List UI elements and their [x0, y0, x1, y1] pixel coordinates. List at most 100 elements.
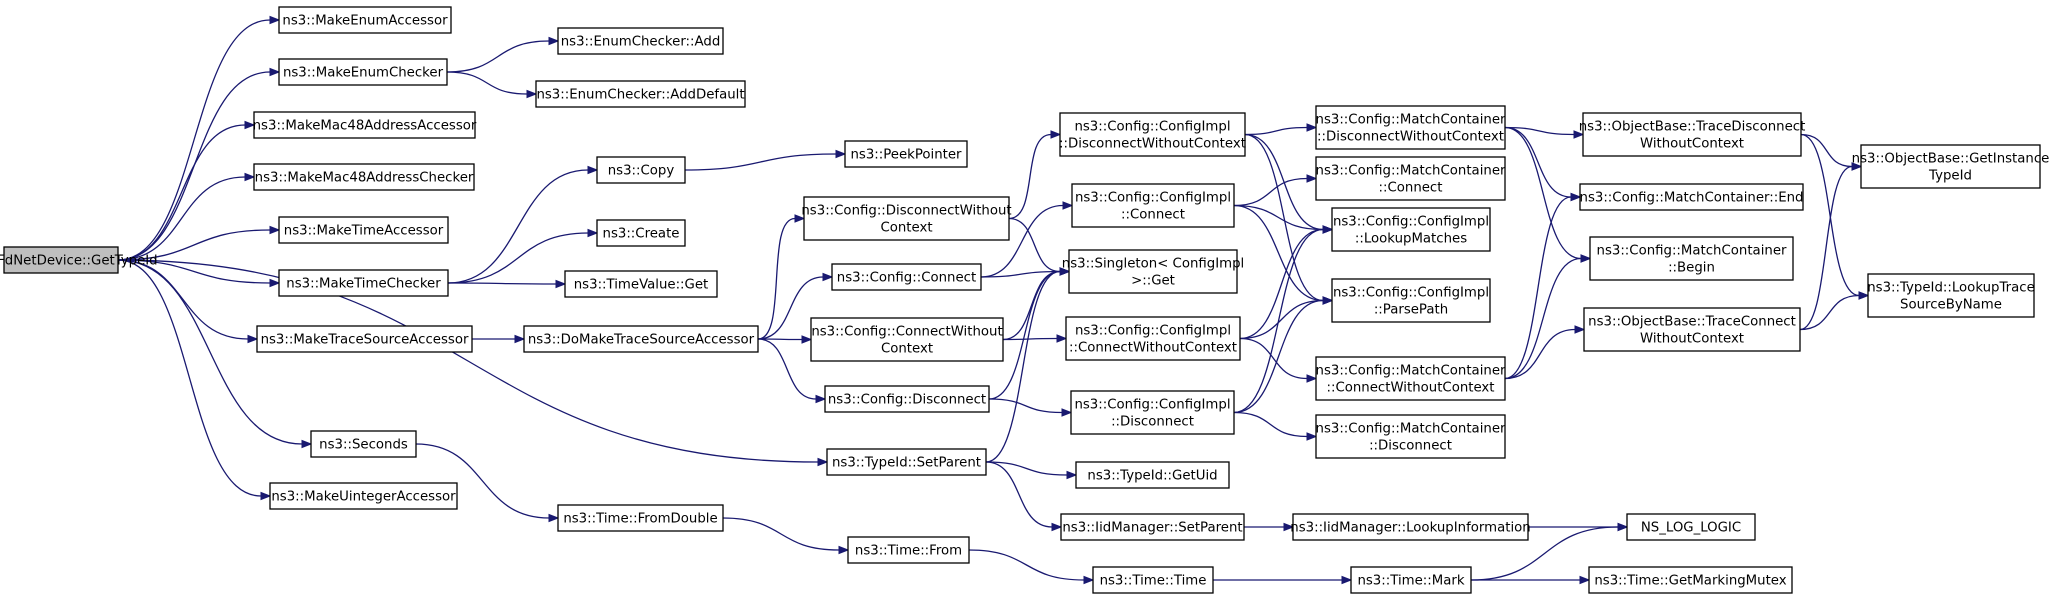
node-obTraceDisconnectWithoutContext[interactable]: ns3::ObjectBase::TraceDisconnectWithoutC…: [1579, 112, 1806, 157]
node-implConnect[interactable]: ns3::Config::ConfigImpl::Connect: [1071, 183, 1235, 228]
node-label: ns3::Config::MatchContainer: [1597, 244, 1787, 259]
node-label: ns3::Config::Disconnect: [828, 393, 986, 408]
node-label: ::ConnectWithoutContext: [1069, 341, 1237, 356]
edge-iidManagerSetParent-to-iidManagerLookupInformation: [1244, 522, 1295, 532]
node-label: ns3::Config::MatchContainer: [1316, 364, 1506, 379]
node-label: ns3::Config::ConfigImpl: [1075, 191, 1231, 206]
node-label: ns3::Config::ConfigImpl: [1075, 324, 1231, 339]
node-label: ::Disconnect: [1111, 415, 1194, 430]
node-obTraceConnectWithoutContext[interactable]: ns3::ObjectBase::TraceConnectWithoutCont…: [1583, 307, 1801, 352]
node-label: ns3::PeekPointer: [850, 148, 962, 163]
node-label: Context: [880, 221, 932, 236]
edge-typeIdSetParent-to-singletonGet: [985, 267, 1071, 463]
node-label: ::Begin: [1668, 261, 1715, 276]
node-configConnectWithoutContext[interactable]: ns3::Config::ConnectWithoutContext: [810, 317, 1004, 362]
edge-configDisconnectWithoutContext-to-implDisconnectWithoutContext: [1008, 130, 1062, 220]
node-timeValueGet[interactable]: ns3::TimeValue::Get: [564, 270, 718, 298]
node-implConnectWithoutContext[interactable]: ns3::Config::ConfigImpl::ConnectWithoutC…: [1065, 316, 1241, 361]
node-root[interactable]: ns3::FdNetDevice::GetTypeId: [0, 246, 158, 274]
node-implLookupMatches[interactable]: ns3::Config::ConfigImpl::LookupMatches: [1331, 207, 1491, 252]
edge-makeEnumChecker-to-enumCheckerAddDefault: [446, 71, 538, 99]
node-label: ns3::Config::Connect: [837, 271, 976, 286]
node-configDisconnect[interactable]: ns3::Config::Disconnect: [824, 385, 990, 413]
node-label: ::DisconnectWithoutContext: [1317, 130, 1504, 145]
edge-makeTimeChecker-to-timeValueGet: [447, 279, 567, 289]
node-doMakeTraceSourceAccessor[interactable]: ns3::DoMakeTraceSourceAccessor: [523, 325, 759, 353]
node-label: ns3::MakeTimeChecker: [286, 277, 441, 292]
node-label: ns3::MakeEnumAccessor: [282, 14, 448, 29]
node-enumCheckerAdd[interactable]: ns3::EnumChecker::Add: [557, 27, 724, 55]
node-label: ns3::TypeId::GetUid: [1087, 469, 1217, 484]
node-label: ns3::Config::MatchContainer::End: [1580, 191, 1804, 206]
node-implParsePath[interactable]: ns3::Config::ConfigImpl::ParsePath: [1331, 278, 1491, 323]
node-mcConnectWithoutContext[interactable]: ns3::Config::MatchContainer::ConnectWith…: [1315, 356, 1506, 401]
edge-makeTraceSourceAccessor-to-doMakeTraceSourceAccessor: [472, 334, 526, 344]
edge-root-to-makeTimeAccessor: [117, 225, 281, 261]
node-enumCheckerAddDefault[interactable]: ns3::EnumChecker::AddDefault: [535, 80, 746, 108]
edge-seconds-to-timeFromDouble: [415, 443, 560, 523]
node-label: Context: [881, 342, 933, 357]
node-label: >::Get: [1131, 274, 1175, 289]
node-mcDisconnect[interactable]: ns3::Config::MatchContainer::Disconnect: [1315, 414, 1506, 459]
node-configDisconnectWithoutContext[interactable]: ns3::Config::DisconnectWithoutContext: [801, 196, 1012, 241]
node-timeFromDouble[interactable]: ns3::Time::FromDouble: [557, 504, 724, 532]
node-timeFrom[interactable]: ns3::Time::From: [847, 536, 970, 564]
node-label: ns3::TypeId::SetParent: [832, 456, 981, 471]
node-configConnect[interactable]: ns3::Config::Connect: [831, 263, 982, 291]
edge-configDisconnectWithoutContext-to-singletonGet: [1008, 217, 1071, 276]
node-timeGetMarkingMutex[interactable]: ns3::Time::GetMarkingMutex: [1588, 566, 1793, 594]
edge-root-to-makeUintegerAccessor: [117, 259, 272, 501]
node-implDisconnect[interactable]: ns3::Config::ConfigImpl::Disconnect: [1070, 390, 1235, 435]
edge-mcConnectWithoutContext-to-obTraceConnectWithoutContext: [1504, 325, 1586, 380]
node-makeTimeChecker[interactable]: ns3::MakeTimeChecker: [278, 269, 449, 297]
node-mcBegin[interactable]: ns3::Config::MatchContainer::Begin: [1589, 236, 1794, 281]
node-timeMark[interactable]: ns3::Time::Mark: [1350, 566, 1472, 594]
node-typeIdGetUid[interactable]: ns3::TypeId::GetUid: [1075, 461, 1230, 489]
node-label: ns3::Copy: [608, 164, 675, 179]
node-label: TypeId: [1928, 169, 1972, 184]
edge-makeTimeChecker-to-create: [447, 228, 599, 284]
node-typeIdSetParent[interactable]: ns3::TypeId::SetParent: [826, 448, 987, 476]
node-label: ns3::EnumChecker::AddDefault: [536, 88, 744, 103]
node-label: ns3::Create: [603, 227, 680, 242]
node-label: ns3::MakeMac48AddressAccessor: [253, 119, 477, 134]
node-makeTraceSourceAccessor[interactable]: ns3::MakeTraceSourceAccessor: [256, 325, 473, 353]
edge-mcConnectWithoutContext-to-mcEnd: [1504, 192, 1582, 380]
node-mcDisconnectWithoutContext[interactable]: ns3::Config::MatchContainer::DisconnectW…: [1315, 105, 1506, 150]
node-makeMac48AddressChecker[interactable]: ns3::MakeMac48AddressChecker: [253, 163, 475, 191]
node-label: ns3::Config::MatchContainer: [1316, 422, 1506, 437]
node-timeTime[interactable]: ns3::Time::Time: [1092, 566, 1214, 594]
edge-root-to-makeEnumAccessor: [117, 15, 281, 261]
node-label: ns3::ObjectBase::GetInstance: [1852, 152, 2050, 167]
node-seconds[interactable]: ns3::Seconds: [310, 430, 417, 458]
node-label: ns3::IidManager::LookupInformation: [1290, 521, 1530, 536]
node-makeMac48AddressAccessor[interactable]: ns3::MakeMac48AddressAccessor: [253, 111, 477, 139]
node-makeEnumChecker[interactable]: ns3::MakeEnumChecker: [278, 58, 448, 86]
node-label: ns3::Config::ConfigImpl: [1074, 120, 1230, 135]
node-peekPointer[interactable]: ns3::PeekPointer: [844, 140, 968, 168]
node-label: ns3::Config::ConfigImpl: [1074, 398, 1230, 413]
node-makeTimeAccessor[interactable]: ns3::MakeTimeAccessor: [278, 216, 449, 244]
node-label: ns3::EnumChecker::Add: [561, 35, 721, 50]
edge-implConnectWithoutContext-to-mcConnectWithoutContext: [1239, 337, 1318, 383]
node-makeEnumAccessor[interactable]: ns3::MakeEnumAccessor: [278, 6, 452, 34]
node-implDisconnectWithoutContext[interactable]: ns3::Config::ConfigImpl::DisconnectWitho…: [1059, 112, 1246, 157]
node-nsLogLogic[interactable]: NS_LOG_LOGIC: [1626, 513, 1756, 541]
node-singletonGet[interactable]: ns3::Singleton< ConfigImpl >::Get: [1062, 249, 1244, 294]
node-label: ns3::ObjectBase::TraceConnect: [1588, 315, 1796, 330]
node-mcConnect[interactable]: ns3::Config::MatchContainer::Connect: [1315, 156, 1506, 201]
edge-mcConnectWithoutContext-to-mcBegin: [1504, 254, 1592, 380]
node-create[interactable]: ns3::Create: [596, 219, 686, 247]
node-label: ns3::MakeTraceSourceAccessor: [261, 333, 469, 348]
node-iidManagerLookupInformation[interactable]: ns3::IidManager::LookupInformation: [1290, 513, 1531, 541]
node-label: ns3::MakeUintegerAccessor: [271, 490, 456, 505]
node-label: ::LookupMatches: [1355, 232, 1467, 247]
node-makeUintegerAccessor[interactable]: ns3::MakeUintegerAccessor: [269, 482, 458, 510]
node-mcEnd[interactable]: ns3::Config::MatchContainer::End: [1579, 183, 1804, 211]
edge-implDisconnect-to-mcDisconnect: [1233, 411, 1318, 441]
node-copy[interactable]: ns3::Copy: [596, 156, 686, 184]
node-iidManagerSetParent[interactable]: ns3::IidManager::SetParent: [1060, 513, 1245, 541]
